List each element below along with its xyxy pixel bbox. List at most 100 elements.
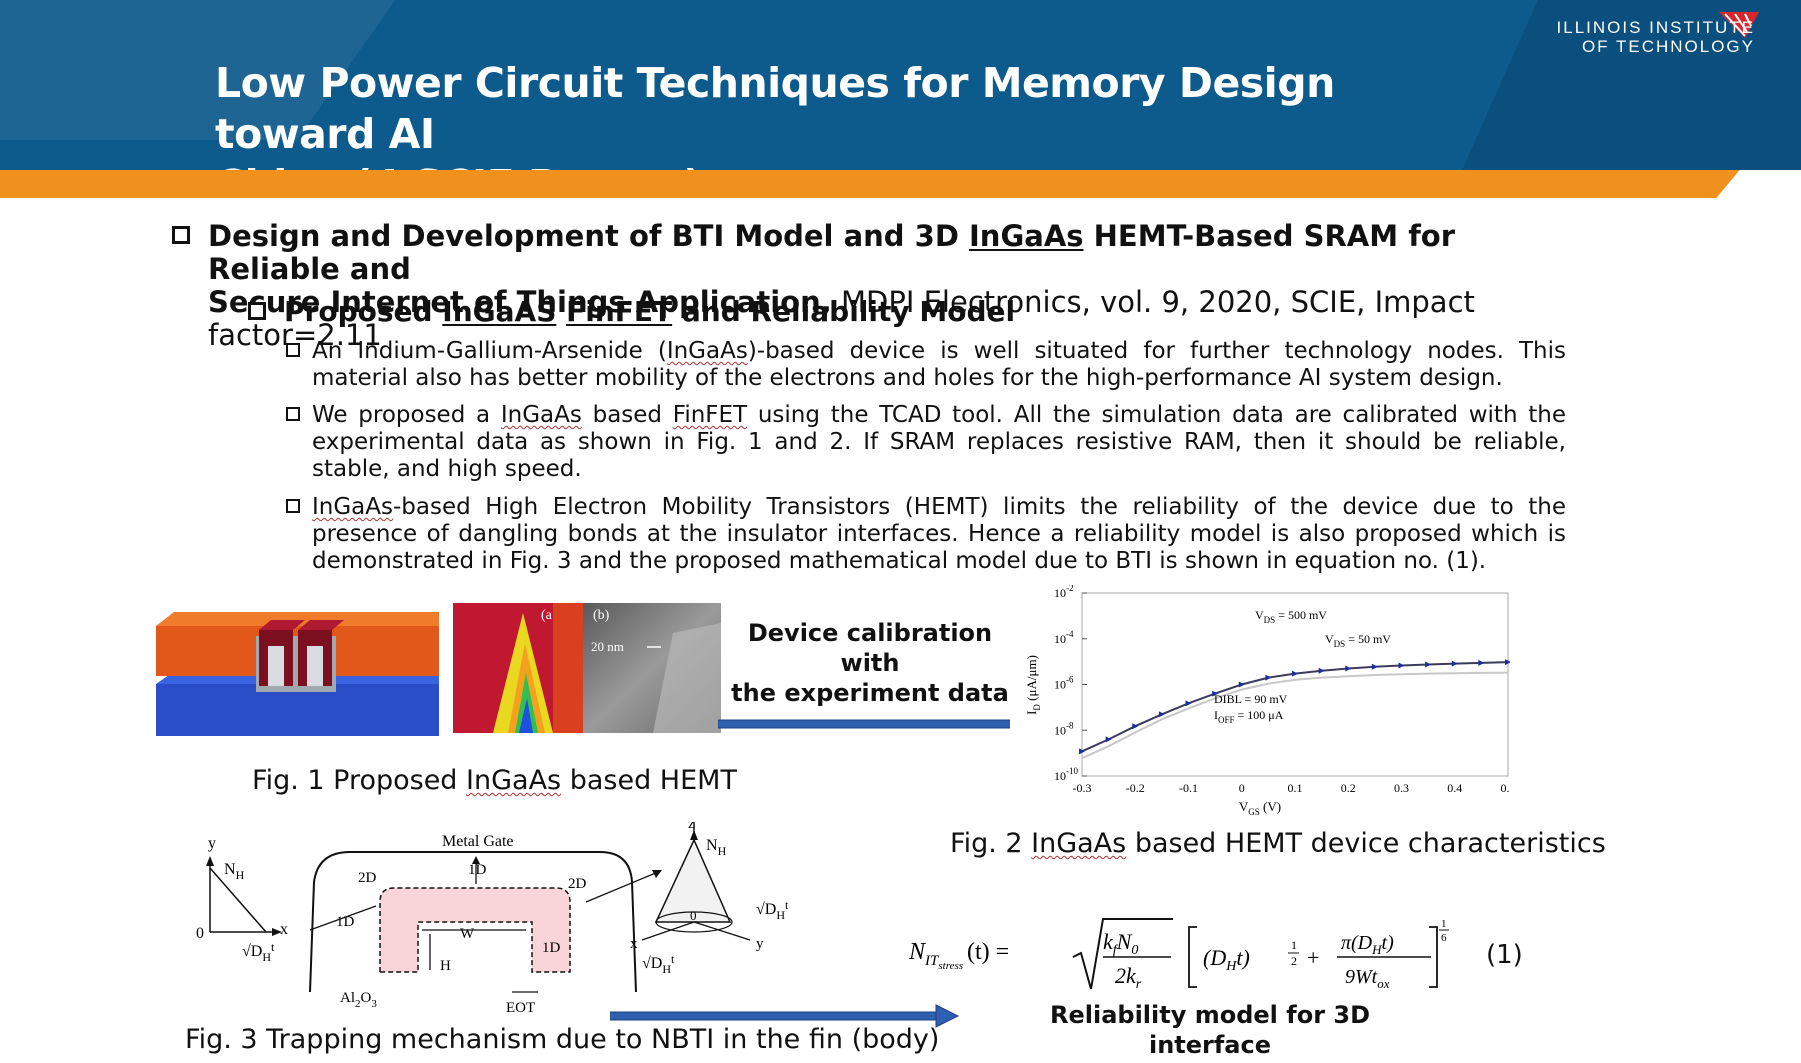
eq-sixth-den: 6 [1441, 932, 1447, 944]
fig3-metal-gate-label: Metal Gate [442, 833, 514, 850]
fig3-caption: Fig. 3 Trapping mechanism due to NBTI in… [185, 1024, 940, 1055]
fig1-scale-label: 20 nm [591, 639, 624, 654]
fig3-1d-right: 1D [542, 940, 561, 956]
eq-lhs: NITstress(t) = [908, 939, 1009, 972]
chart-data-point [1425, 661, 1432, 668]
fig3-trapping-diagram: y x 0 NH √DHt Metal Gate 2D 1D 2D 1D 1D … [196, 822, 789, 1016]
fig3-axis-y-right: y [756, 936, 764, 952]
chart-data-point [1292, 670, 1298, 677]
eq-dht: (DHt) [1203, 945, 1250, 974]
chart-xtick-label: 0.3 [1394, 781, 1409, 795]
eq-half-den: 2 [1291, 954, 1297, 968]
reliability-model-label: Reliability model for 3D interface [1049, 1001, 1370, 1059]
chart-xlabel: VGS (V) [1239, 799, 1281, 815]
chart-data-point [1505, 659, 1510, 666]
fig3-axis-x-right: x [630, 936, 638, 952]
paper-title-line2: Secure Internet of Things Application, [208, 285, 832, 319]
chart-data-point [1345, 665, 1352, 672]
fig1-tcad-cross-section: (a [453, 603, 583, 733]
point-3-ingaas: InGaAs [312, 494, 393, 520]
fig3-dht-left: √DHt [242, 940, 275, 964]
sub-heading-pre: Proposed [284, 295, 443, 328]
fig2-caption: Fig. 2 InGaAs based HEMT device characte… [950, 828, 1606, 860]
fig1-finfet-3d-structure [156, 612, 439, 736]
eq-half-num: 1 [1291, 938, 1297, 952]
fig3-dht-right: √DHt [756, 898, 789, 922]
chart-data-point [1079, 748, 1085, 755]
annot-ioff: IOFF = 100 μA [1214, 708, 1284, 725]
chart-ylabel: ID (μA/μm) [1024, 655, 1042, 715]
title-line1: Low Power Circuit Techniques for Memory … [215, 59, 1335, 158]
point-2: We proposed a InGaAs based FinFET using … [286, 402, 1566, 483]
checkbox-square-icon [286, 343, 300, 357]
point-1: An Indium-Gallium-Arsenide (InGaAs)-base… [286, 338, 1566, 392]
fig3-axis-x: x [280, 921, 288, 938]
point-2-text-a: We proposed a [312, 402, 501, 428]
eq-2kr: 2kr [1115, 963, 1142, 992]
fig3-1d-left: 1D [336, 914, 355, 930]
callout-line1: Device calibration with [747, 619, 993, 677]
chart-xtick-label: 0.1 [1288, 781, 1303, 795]
fig3-al2o3: Al2O3 [340, 990, 377, 1010]
chart-data-point [1398, 662, 1405, 669]
chart-data-point [1265, 674, 1272, 681]
fig3-eot: EOT [506, 1000, 535, 1016]
fig2-caption-c: based HEMT device characteristics [1126, 828, 1606, 859]
equation-bti-model: NITstress(t) = kfN0 2kr (DHt) 1 2 + π(DH… [908, 918, 1449, 992]
logo-line2: OF TECHNOLOGY [1581, 37, 1755, 56]
fig1-caption-ingaas: InGaAs [466, 765, 562, 796]
equation-number: (1) [1486, 940, 1523, 970]
chart-data-point [1371, 663, 1378, 670]
chart-xtick-label: 0.5 [1501, 781, 1511, 795]
fig3-origin: 0 [196, 925, 204, 942]
chart-xtick-label: 0.2 [1341, 781, 1356, 795]
eq-plus: + [1307, 945, 1319, 970]
point-2-text-c: based [581, 402, 673, 428]
fig3-width-w: W [460, 926, 475, 942]
chart-data-point [1318, 667, 1325, 674]
paper-title-ingaas: InGaAs [969, 219, 1084, 253]
fig3-2d-left: 2D [358, 870, 377, 886]
fig1-label-a: (a [541, 608, 553, 623]
fig2-caption-ingaas: InGaAs [1031, 828, 1127, 859]
chart-data-point [1132, 723, 1139, 730]
title-line2: Chips (4 SCIE Papers) [215, 160, 1435, 170]
paper-title-part2: HEMT-Based SRAM for Reliable and [208, 219, 1456, 286]
eq-sixth-num: 1 [1441, 918, 1447, 930]
fig3-1d-top: 1D [468, 862, 487, 878]
fig1-label-b: (b) [593, 608, 610, 623]
paper-citation: MDPI Electronics, vol. 9, 2020, SCIE, Im… [208, 285, 1475, 352]
header-banner: ILLINOIS INSTITUTE OF TECHNOLOGY Low Pow… [0, 0, 1801, 170]
point-2-ingaas: InGaAs [500, 402, 582, 428]
point-2-finfet: FinFET [672, 402, 748, 428]
chart-xtick-label: 0 [1239, 781, 1245, 795]
series-vds-50mv-line [1081, 671, 1509, 760]
annot-dibl: DIBL = 90 mV [1214, 692, 1288, 706]
sub-heading-post: and Reliability Model [672, 295, 1016, 328]
point-3: InGaAs-based High Electron Mobility Tran… [286, 494, 1566, 575]
chart-plot-area [1081, 592, 1509, 777]
iit-logo-icon [1719, 12, 1759, 38]
callout-line2: the experiment data [731, 679, 1009, 707]
checkbox-square-icon [248, 302, 266, 320]
paper-title-part1: Design and Development of BTI Model and … [208, 219, 970, 253]
fig2-caption-a: Fig. 2 [950, 828, 1032, 859]
chart-ytick-label: 10-8 [1054, 720, 1074, 737]
chart-data-point [1451, 660, 1458, 667]
point-3-text-b: -based High Electron Mobility Transistor… [312, 494, 1566, 574]
accent-bar [0, 170, 1801, 198]
sub-heading-finfet: FinFET [566, 295, 673, 328]
fig3-height-h: H [440, 958, 451, 974]
fig3-axis-y: y [208, 835, 216, 852]
chart-xtick-label: 0.4 [1447, 781, 1462, 795]
chart-ytick-label: 10-4 [1054, 629, 1074, 646]
eq-pi-dht: π(DHt) [1341, 932, 1394, 957]
fig1-caption-a: Fig. 1 Proposed [252, 765, 467, 796]
chart-data-point [1158, 711, 1165, 718]
chart-ytick-label: 10-10 [1054, 766, 1078, 783]
iit-logo-text: ILLINOIS INSTITUTE OF TECHNOLOGY [1557, 18, 1755, 56]
fig3-axis-z: z [688, 822, 695, 832]
logo-line1: ILLINOIS INSTITUTE [1556, 18, 1755, 37]
chart-xtick-label: -0.1 [1179, 781, 1198, 795]
point-1-text-a: An Indium-Gallium-Arsenide ( [312, 338, 667, 364]
